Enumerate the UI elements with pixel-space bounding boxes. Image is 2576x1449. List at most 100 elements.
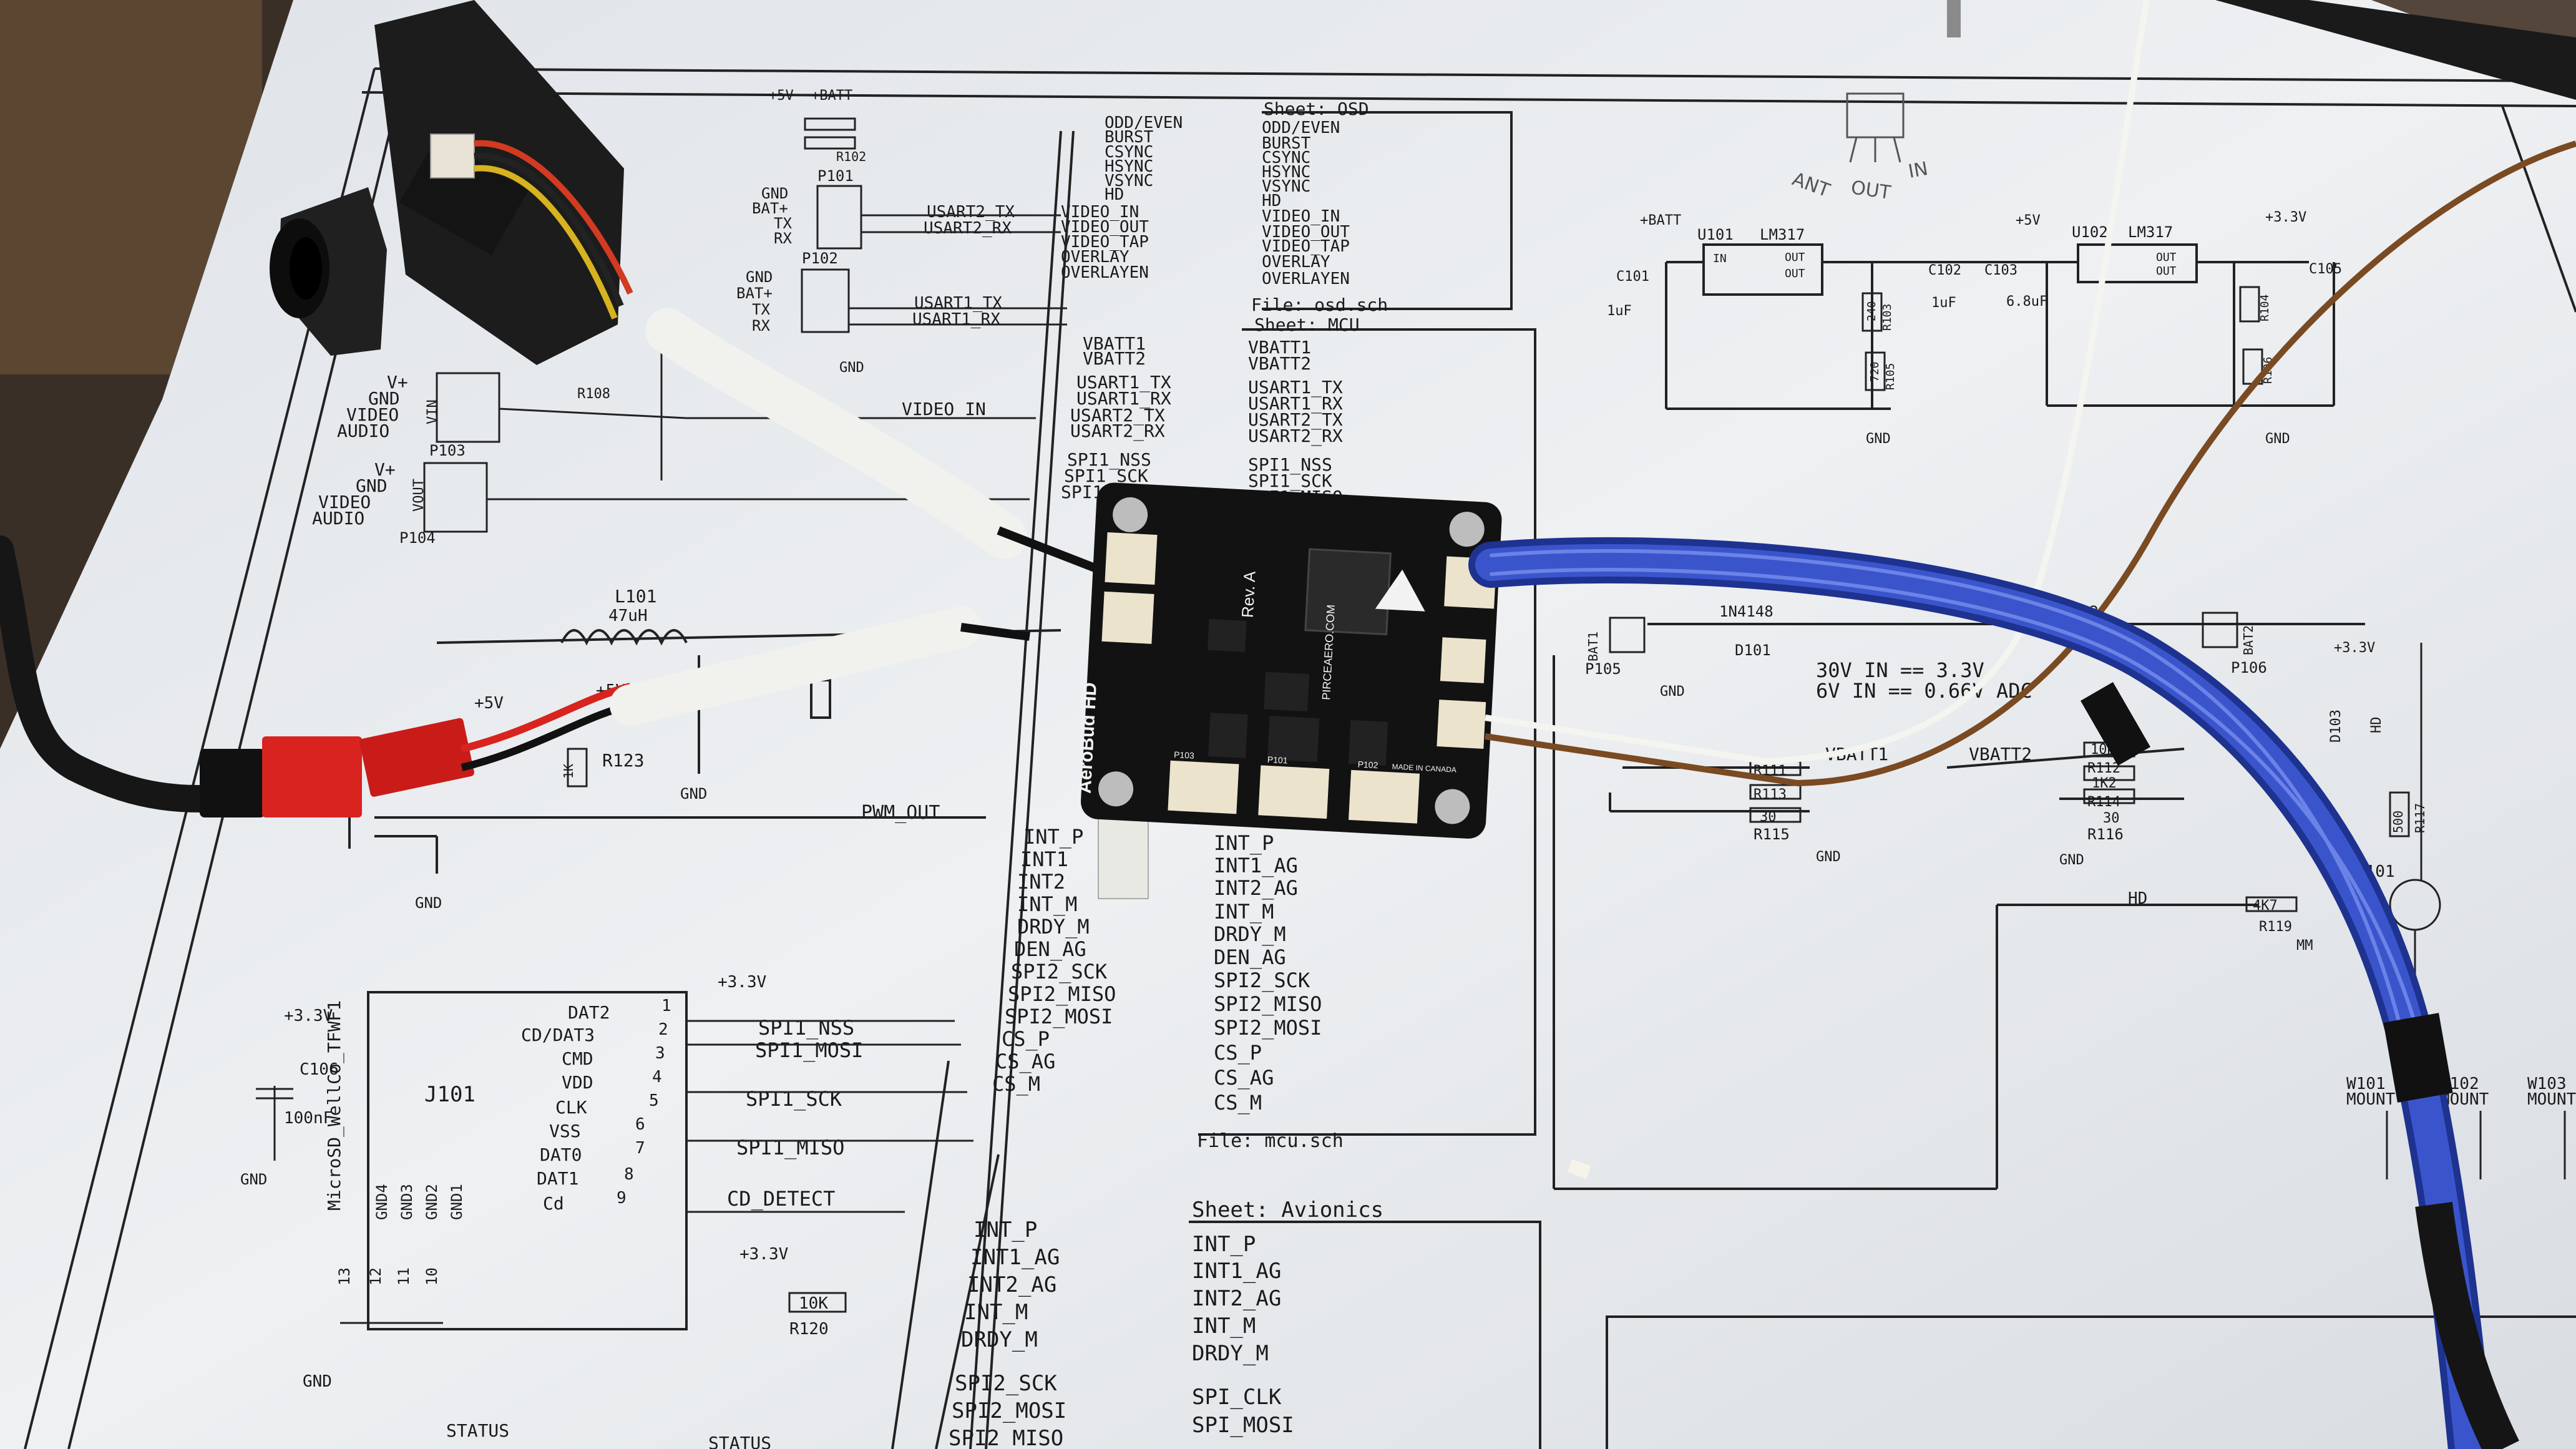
sd-pin: DAT0 bbox=[540, 1144, 582, 1165]
mcu-net: INT2 bbox=[1017, 870, 1065, 894]
board-rev: Rev. A bbox=[1238, 570, 1259, 618]
mcu-pin: INT1_AG bbox=[1214, 854, 1298, 877]
res-value: 720 bbox=[1868, 361, 1881, 382]
sd-pin: DAT1 bbox=[537, 1168, 578, 1189]
mcu-pin: USART1_TX bbox=[1248, 377, 1343, 398]
mcu-net: INT_M bbox=[1017, 892, 1077, 916]
microsd-section: J101 MicroSD_WellCo_TFWF1 DAT2 CD/DAT3 C… bbox=[240, 973, 973, 1391]
sd-gnd-number: 10 bbox=[423, 1267, 441, 1286]
p104-pin: V+ bbox=[374, 459, 396, 480]
sd-net: SPI1_SCK bbox=[746, 1087, 842, 1111]
sd-pin: CD/DAT3 bbox=[521, 1025, 595, 1045]
avionics-sheet-title: Sheet: Avionics bbox=[1192, 1198, 1383, 1222]
l101-ref: L101 bbox=[615, 586, 656, 607]
sd-net: SPI1_NSS bbox=[758, 1016, 854, 1040]
osd-pin: ODD/EVEN bbox=[1262, 119, 1340, 137]
osd-pin: OVERLAY bbox=[1262, 253, 1330, 271]
supply-batt: +BATT bbox=[1640, 213, 1681, 228]
sd-pin-number: 1 bbox=[661, 997, 671, 1015]
osd-net: VIDEO_IN bbox=[1061, 203, 1139, 222]
mcu-pin: SPI2_SCK bbox=[1214, 968, 1310, 992]
gnd-label: GND bbox=[303, 1372, 332, 1391]
supply-3v3: +3.3V bbox=[2265, 210, 2306, 225]
avionics-net: SPI2_SCK bbox=[955, 1371, 1057, 1396]
p105-ref: P105 bbox=[1585, 660, 1621, 678]
r113-label: R113 bbox=[1754, 787, 1787, 803]
mcu-pin: DRDY_M bbox=[1214, 922, 1286, 946]
connectors-top-left: +5V +BATT R102 P101 GND BAT+ TX RX USART… bbox=[686, 88, 1067, 420]
c106-supply: +3.3V bbox=[284, 1007, 333, 1025]
sd-pin-number: 6 bbox=[635, 1115, 645, 1134]
res-ref: R104 bbox=[2258, 295, 2271, 321]
u101-pin: IN bbox=[1713, 252, 1727, 265]
sd-gnd-number: 12 bbox=[367, 1267, 384, 1286]
mcu-pin: DEN_AG bbox=[1214, 945, 1286, 969]
gnd-label: GND bbox=[2059, 852, 2084, 868]
u101-ref: U101 bbox=[1697, 226, 1734, 243]
sd-gnd-number: 13 bbox=[336, 1267, 353, 1286]
osd-net: HSYNC bbox=[1105, 157, 1153, 176]
u101-part: LM317 bbox=[1760, 226, 1805, 243]
r117-value: 500 bbox=[2391, 811, 2406, 833]
mcu-pin: INT_P bbox=[1214, 831, 1274, 855]
res-ref: R103 bbox=[1881, 304, 1894, 331]
osd-pin: CSYNC bbox=[1262, 149, 1310, 167]
res-label: R102 bbox=[836, 149, 866, 164]
gnd-label: GND bbox=[1660, 684, 1685, 700]
bus-lines bbox=[891, 130, 1075, 1449]
mcu-net: SPI1_SCK bbox=[1064, 466, 1148, 487]
brown-wire bbox=[1485, 140, 2576, 787]
osd-sheet: Sheet: OSD File: osd.sch ODD/EVEN BURST … bbox=[1061, 99, 1513, 315]
r120-supply: +3.3V bbox=[739, 1245, 788, 1264]
res-value: 240 bbox=[1865, 301, 1878, 321]
mcu-net: DEN_AG bbox=[1014, 937, 1086, 961]
u102-ref: U102 bbox=[2072, 223, 2108, 241]
sd-net: SPI1_MISO bbox=[736, 1136, 844, 1159]
osd-pin: VIDEO_TAP bbox=[1262, 237, 1350, 256]
r-value: 30 bbox=[1760, 809, 1777, 825]
mcu-pin: INT2_AG bbox=[1214, 876, 1298, 900]
r112-label: R112 bbox=[2087, 761, 2120, 776]
osd-pin: HD bbox=[1262, 192, 1281, 210]
osd-net: HD bbox=[1105, 185, 1124, 204]
hd-net: HD bbox=[2128, 889, 2147, 908]
flight-board: AeroBud HD Rev. A PIRCEAERO.COM MADE IN … bbox=[1075, 482, 1502, 839]
board-made-in: MADE IN CANADA bbox=[1392, 762, 1456, 774]
video-lead bbox=[997, 526, 1113, 578]
sd-pin-number: 2 bbox=[658, 1020, 668, 1039]
p101-net: USART2_RX bbox=[924, 219, 1012, 238]
osd-net: VIDEO_TAP bbox=[1061, 233, 1149, 251]
avionics-pin: DRDY_M bbox=[1192, 1341, 1269, 1366]
avionics-pin: INT_M bbox=[1192, 1314, 1256, 1339]
white-wire bbox=[1485, 0, 2150, 765]
sd-supply: +3.3V bbox=[718, 973, 766, 992]
j101-ref: J101 bbox=[424, 1082, 476, 1107]
gnd-label: GND bbox=[680, 785, 707, 803]
mcu-pin: CS_AG bbox=[1214, 1066, 1274, 1090]
zip-tie bbox=[2081, 682, 2150, 766]
status-label: STATUS bbox=[446, 1420, 509, 1441]
mcu-net: SPI2_MISO bbox=[1008, 982, 1116, 1006]
r108-label: R108 bbox=[577, 386, 610, 402]
p102-pin: GND bbox=[746, 268, 773, 286]
port-label: P101 bbox=[1267, 754, 1288, 766]
sd-gnd-number: 11 bbox=[395, 1267, 412, 1286]
p104-pin: AUDIO bbox=[312, 508, 364, 529]
mcu-sheet-file: File: mcu.sch bbox=[1197, 1130, 1344, 1152]
p102-pin: BAT+ bbox=[736, 285, 773, 302]
osd-net: CSYNC bbox=[1105, 143, 1153, 162]
sd-pin-number: 7 bbox=[635, 1139, 645, 1158]
mcu-pin: CS_M bbox=[1214, 1091, 1262, 1115]
status-label: STATUS bbox=[708, 1433, 771, 1449]
pwm-out-net: PWM_OUT bbox=[861, 802, 940, 824]
red-connector bbox=[200, 683, 632, 817]
sd-pin-number: 3 bbox=[655, 1044, 665, 1063]
mcu-pin: SPI1_NSS bbox=[1248, 454, 1332, 476]
r117-ref: R117 bbox=[2413, 803, 2427, 833]
p104-net: VOUT bbox=[411, 479, 427, 512]
mount-ref: W101 bbox=[2346, 1075, 2386, 1093]
avionics-pin: SPI_CLK bbox=[1192, 1385, 1282, 1410]
u102-pin: OUT bbox=[2156, 251, 2177, 264]
mcu-pin: USART2_TX bbox=[1248, 409, 1343, 431]
heatshrink-video bbox=[645, 308, 1027, 559]
